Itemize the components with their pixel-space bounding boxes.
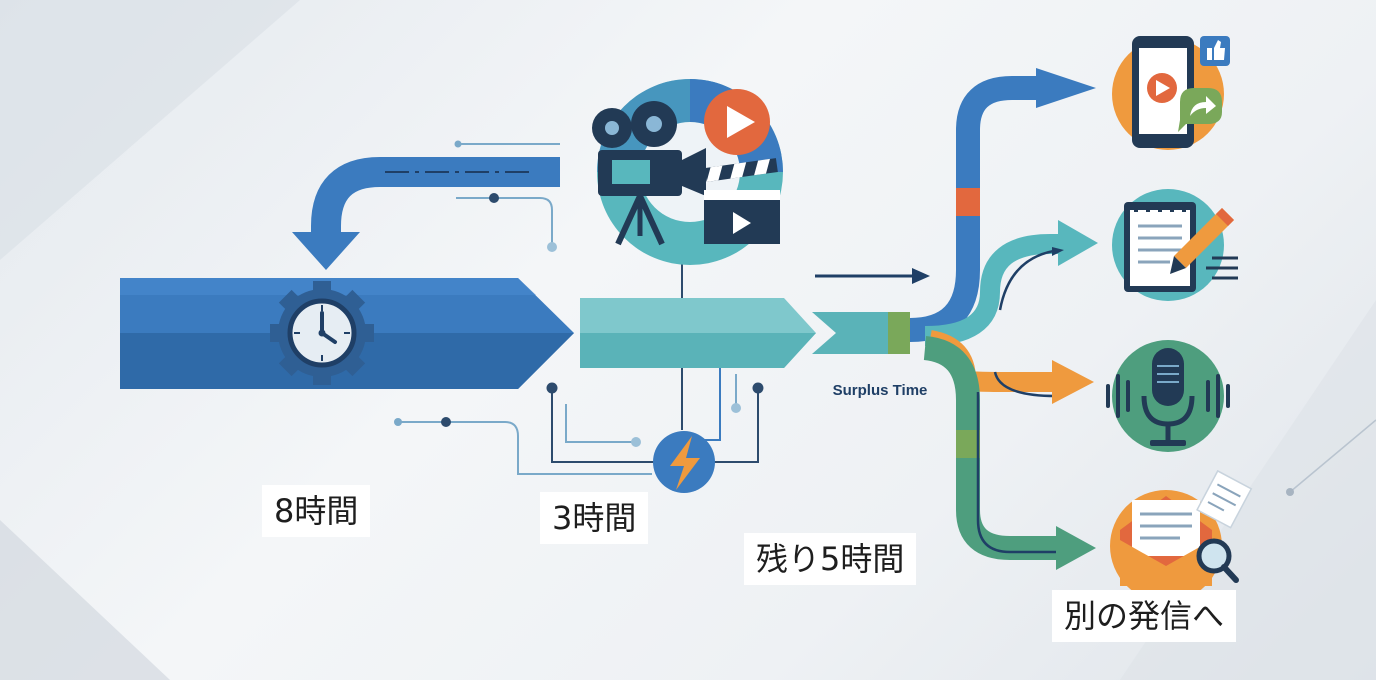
share-icon <box>1178 88 1222 132</box>
notepad-icon <box>1112 189 1238 301</box>
return-arrow <box>292 157 560 270</box>
magnifier-icon <box>1196 538 1239 583</box>
pencil-icon <box>1170 208 1234 274</box>
edit-hours-label: 3時間 <box>540 492 649 544</box>
lightning-icon <box>653 431 715 493</box>
input-hours-label: 8時間 <box>262 485 371 537</box>
branch-lines <box>909 76 1064 560</box>
microphone-icon <box>1106 340 1230 452</box>
other-output-label: 別の発信へ <box>1052 590 1237 642</box>
like-icon <box>1200 36 1230 66</box>
remaining-hours-label: 残り5時間 <box>744 533 917 585</box>
envelope-icon <box>1110 469 1253 602</box>
smartphone-icon <box>1112 36 1224 150</box>
branch-arrowheads <box>1036 68 1098 570</box>
surplus-caption: Surplus Time <box>833 382 928 399</box>
edit-arrow <box>580 298 816 368</box>
clock-gear-icon <box>270 281 374 385</box>
circuit-lines <box>394 140 764 475</box>
play-icon <box>704 89 770 155</box>
surplus-arrow <box>812 268 930 354</box>
clapperboard-icon <box>704 158 780 244</box>
